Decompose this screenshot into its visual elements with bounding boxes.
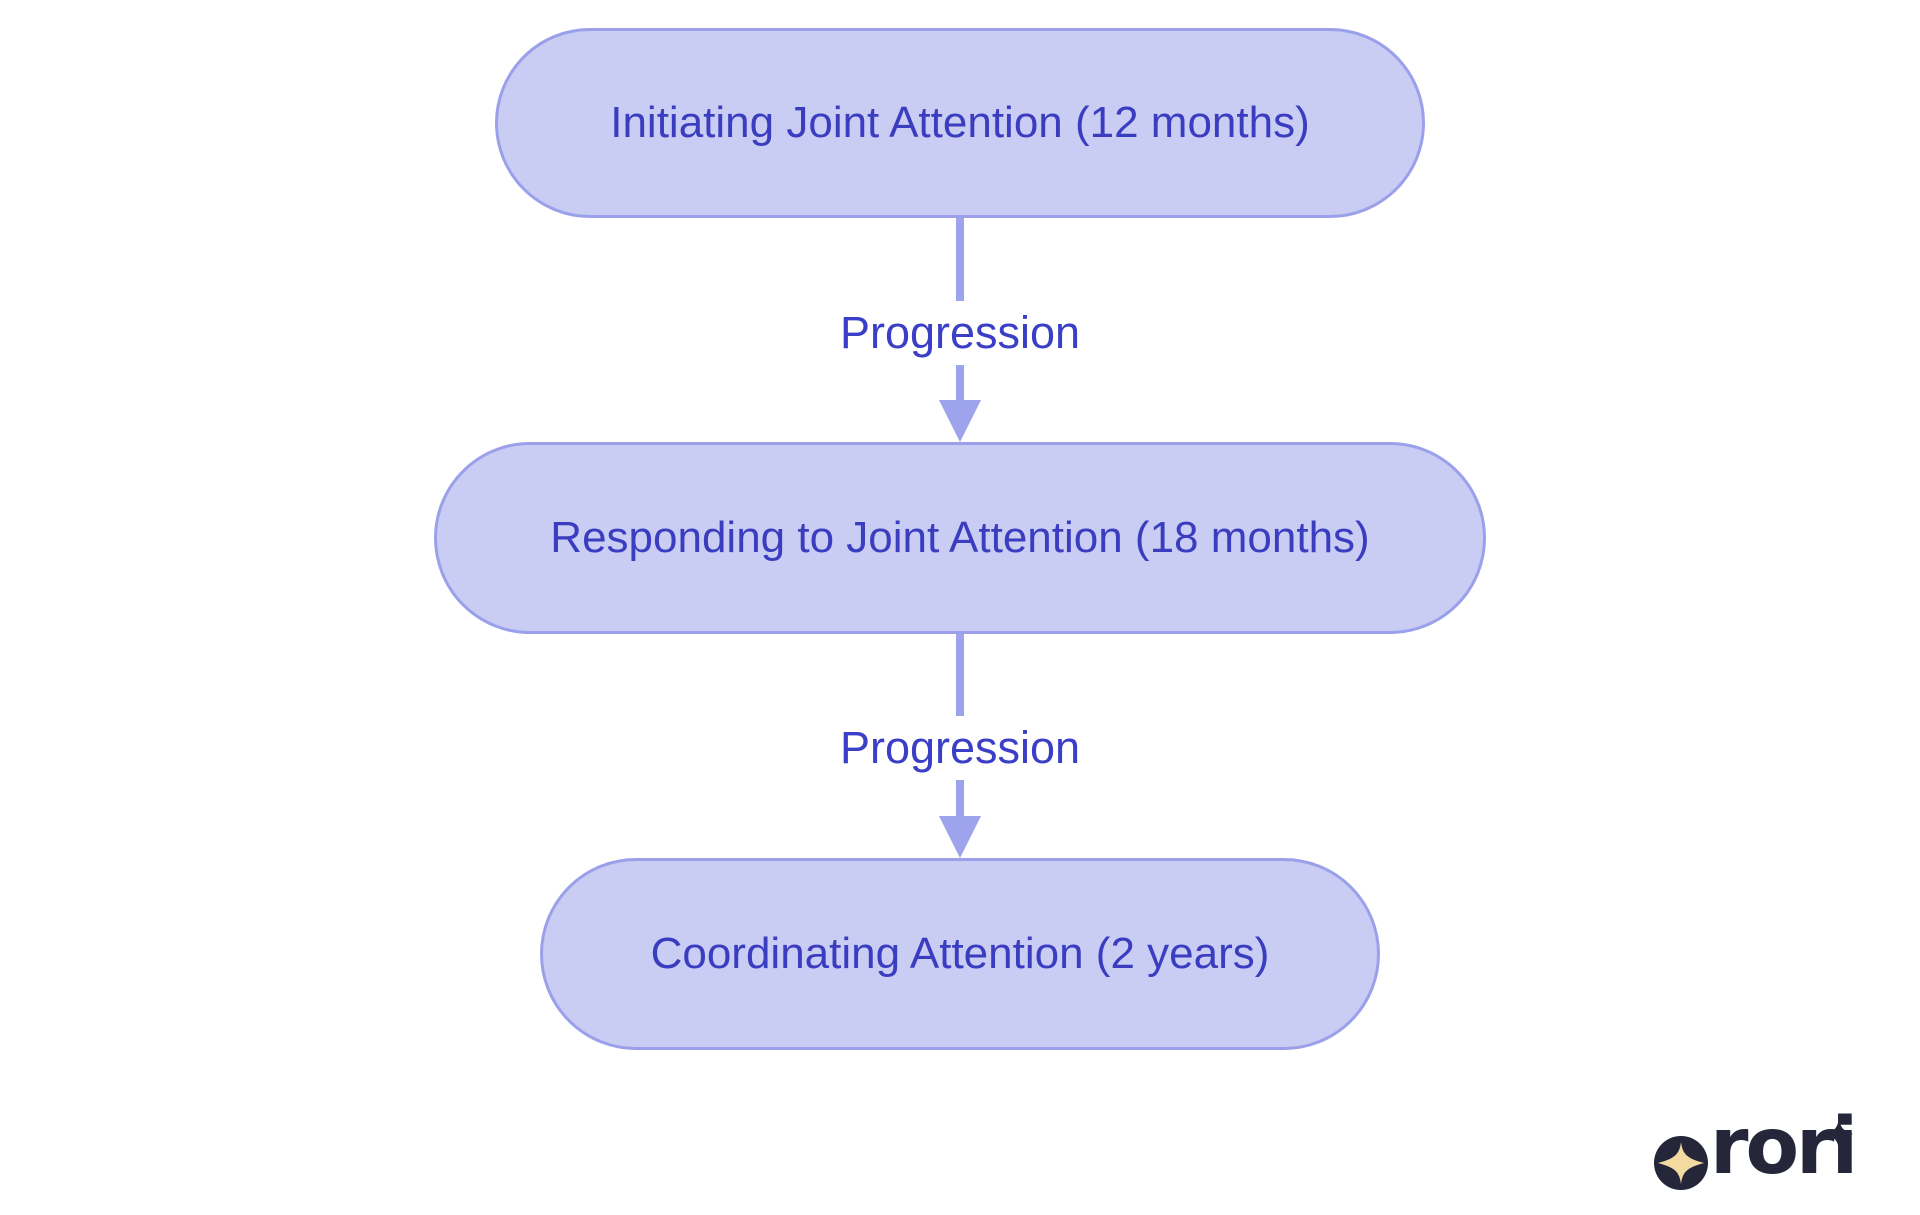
- rori-logo: rori: [1654, 1100, 1884, 1210]
- rori-wordmark: rori: [1710, 1102, 1858, 1192]
- flow-node-coordinating-attention: Coordinating Attention (2 years): [540, 858, 1380, 1050]
- edge-label-progression-1: Progression: [821, 301, 1099, 365]
- arrowhead-down-icon: [939, 400, 981, 442]
- flow-node-initiating-joint-attention: Initiating Joint Attention (12 months): [495, 28, 1425, 218]
- circle-star-icon: [1654, 1136, 1708, 1190]
- node-label: Initiating Joint Attention (12 months): [610, 98, 1310, 147]
- edge-label-progression-2: Progression: [821, 716, 1099, 780]
- node-label: Responding to Joint Attention (18 months…: [550, 513, 1370, 562]
- arrowhead-down-icon: [939, 816, 981, 858]
- sparkle-icon: [1825, 1118, 1853, 1150]
- node-label: Coordinating Attention (2 years): [650, 929, 1270, 978]
- flow-node-responding-to-joint-attention: Responding to Joint Attention (18 months…: [434, 442, 1486, 634]
